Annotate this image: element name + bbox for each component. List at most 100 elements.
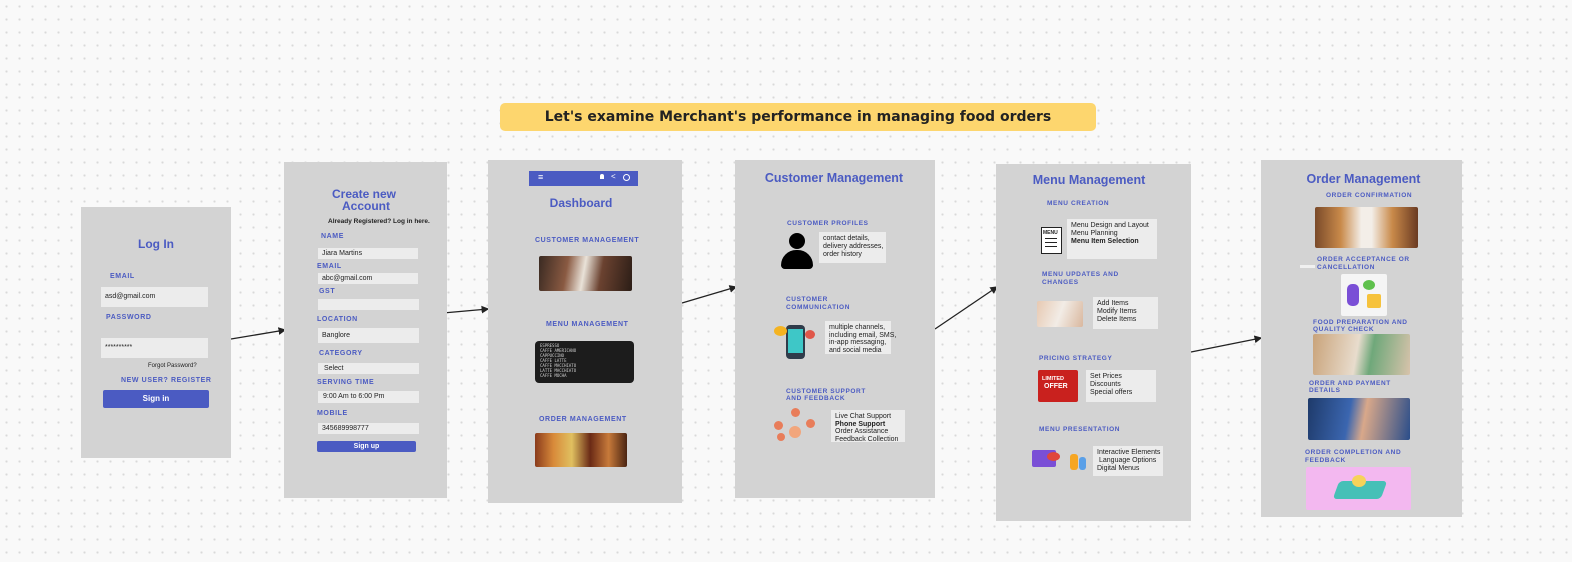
menu-board-line: CAPPUCCINO: [540, 353, 565, 358]
communication-text-2: including email, SMS,: [829, 331, 897, 339]
pricing-text-3: Special offers: [1090, 389, 1133, 396]
signup-card: Create new Account Already Registered? L…: [284, 162, 447, 498]
dashboard-title: Dashboard: [549, 196, 613, 210]
menu-icon-text: MENU: [1043, 230, 1058, 236]
acceptance-label-1: ORDER ACCEPTANCE OR: [1317, 256, 1410, 263]
profiles-text-1: contact details,: [823, 235, 870, 242]
communication-text-4: and social media: [829, 346, 882, 354]
menu-card: Menu Management MENU CREATION MENU Menu …: [996, 164, 1191, 521]
customer-title: Customer Management: [764, 171, 904, 185]
location-label: LOCATION: [317, 316, 358, 323]
updates-text-box: Add Items Modify Items Delete Items: [1093, 297, 1158, 329]
already-registered-link[interactable]: Already Registered? Log in here.: [328, 218, 430, 225]
name-label: NAME: [321, 233, 345, 240]
category-select[interactable]: Select: [318, 363, 419, 374]
support-label-1: CUSTOMER SUPPORT: [786, 388, 866, 395]
menu-board-line: CAFFE AMERICANO: [540, 348, 577, 353]
gst-label: GST: [319, 288, 336, 295]
offer-text-2: OFFER: [1044, 383, 1068, 390]
support-text-2: Phone Support: [835, 420, 886, 428]
dashboard-appbar: ≡ <: [529, 171, 638, 186]
location-field[interactable]: Banglore: [318, 328, 419, 343]
hamburger-icon[interactable]: ≡: [538, 172, 544, 182]
profiles-text-3: order history: [823, 251, 862, 258]
dashboard-card: ≡ < Dashboard CUSTOMER MANAGEMENT MENU M…: [488, 160, 682, 503]
completion-image: [1306, 467, 1411, 510]
customer-profiles-label: CUSTOMER PROFILES: [787, 220, 869, 227]
share-icon[interactable]: <: [611, 172, 616, 181]
preparation-label-2: QUALITY CHECK: [1313, 326, 1375, 333]
food-photo: [535, 433, 627, 467]
arrow-dashboard-to-customer: [681, 285, 738, 304]
dashboard-customer-label[interactable]: CUSTOMER MANAGEMENT: [535, 237, 640, 244]
dashboard-menu-label[interactable]: MENU MANAGEMENT: [546, 321, 629, 328]
pricing-text-2: Discounts: [1090, 381, 1121, 388]
gst-field[interactable]: [318, 299, 419, 310]
updates-text-2: Modify Items: [1097, 308, 1137, 315]
menu-book-icon: MENU: [1041, 227, 1062, 254]
signin-button[interactable]: Sign in: [103, 390, 209, 408]
login-title: Log In: [138, 237, 174, 251]
communication-label-2: COMMUNICATION: [786, 304, 851, 311]
completion-label-2: FEEDBACK: [1305, 457, 1346, 464]
support-network-icon: [773, 408, 818, 442]
forgot-password-link[interactable]: Forgot Password?: [148, 363, 197, 369]
creation-text-box: Menu Design and Layout Menu Planning Men…: [1067, 219, 1157, 259]
food-preparation-image: [1313, 334, 1410, 375]
digital-menu-icon: [1032, 448, 1090, 472]
pricing-label: PRICING STRATEGY: [1039, 355, 1113, 362]
creation-text-3: Menu Item Selection: [1071, 238, 1139, 245]
support-text-1: Live Chat Support: [835, 413, 892, 420]
settings-icon[interactable]: [623, 174, 630, 181]
notification-icon[interactable]: [600, 174, 604, 179]
menu-title: Menu Management: [1032, 173, 1146, 187]
person-icon: [780, 233, 814, 269]
mobile-field[interactable]: 345689998777: [318, 423, 419, 434]
arrow-customer-to-menu: [934, 286, 999, 330]
menu-board-line: CAFFE MACCHIATO: [540, 363, 577, 368]
presentation-text-box: Interactive Elements Language Options Di…: [1093, 446, 1163, 476]
menu-board-line: CAFFE LATTE: [540, 358, 567, 363]
support-text-3: Order Assistance: [835, 428, 889, 435]
signup-title-line2: Account: [342, 199, 390, 213]
communication-text-box: multiple channels, including email, SMS,…: [825, 321, 897, 354]
mobile-label: MOBILE: [317, 410, 348, 417]
creation-text-2: Menu Planning: [1071, 230, 1118, 237]
profiles-text-2: delivery addresses,: [823, 243, 884, 250]
signup-email-field[interactable]: abc@gmail.com: [318, 273, 418, 284]
payment-image: [1308, 398, 1410, 440]
pricing-text-1: Set Prices: [1090, 373, 1122, 380]
signup-email-label: EMAIL: [317, 263, 342, 270]
menu-updates-image: [1037, 301, 1083, 327]
acceptance-divider: [1300, 265, 1315, 268]
email-field[interactable]: asd@gmail.com: [101, 287, 208, 307]
preparation-label-1: FOOD PREPARATION AND: [1313, 319, 1408, 326]
arrow-login-to-signup: [230, 327, 287, 340]
customer-card: Customer Management CUSTOMER PROFILES co…: [735, 160, 935, 498]
acceptance-label-2: CANCELLATION: [1317, 264, 1375, 271]
dashboard-order-label[interactable]: ORDER MANAGEMENT: [539, 416, 627, 423]
signup-title-line1: Create new: [331, 187, 397, 201]
limited-offer-icon: LIMITED OFFER: [1038, 370, 1078, 402]
updates-text-3: Delete Items: [1097, 316, 1137, 323]
confirmation-label: ORDER CONFIRMATION: [1326, 192, 1413, 199]
order-confirmation-image: [1315, 207, 1418, 248]
name-field[interactable]: Jiara Martins: [318, 248, 418, 259]
support-text-box: Live Chat Support Phone Support Order As…: [831, 410, 905, 443]
serving-time-field[interactable]: 9:00 Am to 6:00 Pm: [318, 391, 419, 403]
menu-board-line: LATTE MACCHIATO: [540, 368, 577, 373]
menu-board-line: ESPRESSO: [540, 343, 560, 348]
email-label: EMAIL: [110, 273, 135, 280]
signup-button[interactable]: Sign up: [317, 441, 416, 452]
login-card: Log In EMAIL asd@gmail.com PASSWORD ****…: [81, 207, 231, 458]
order-card: Order Management ORDER CONFIRMATION ORDE…: [1261, 160, 1462, 517]
order-acceptance-image: [1341, 274, 1387, 316]
password-field[interactable]: **********: [101, 338, 208, 358]
register-link[interactable]: NEW USER? REGISTER: [121, 377, 212, 384]
support-text-4: Feedback Collection: [835, 435, 899, 443]
completion-label-1: ORDER COMPLETION AND: [1305, 449, 1402, 456]
payment-label-1: ORDER AND PAYMENT: [1309, 380, 1391, 387]
updates-text-1: Add Items: [1097, 300, 1129, 307]
page-title-banner: Let's examine Merchant's performance in …: [500, 103, 1096, 131]
